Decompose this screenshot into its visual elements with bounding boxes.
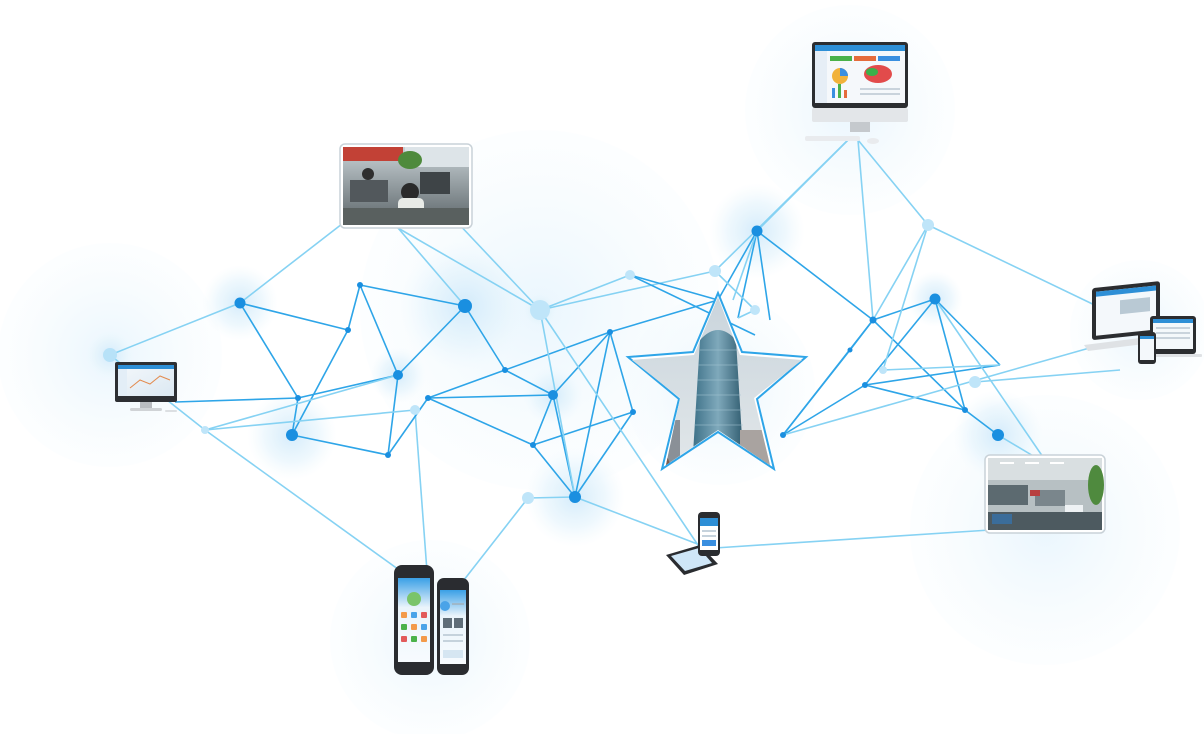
network-nodes	[103, 219, 1004, 504]
imac-monitor-icon	[805, 42, 908, 144]
smartphone-pair-icon	[394, 565, 469, 675]
office-photo-top	[339, 143, 473, 229]
office-photo-right	[984, 454, 1106, 534]
responsive-devices-icon	[1084, 281, 1202, 364]
desktop-monitor-icon	[115, 362, 177, 412]
tablet-phone-icon	[666, 512, 720, 575]
